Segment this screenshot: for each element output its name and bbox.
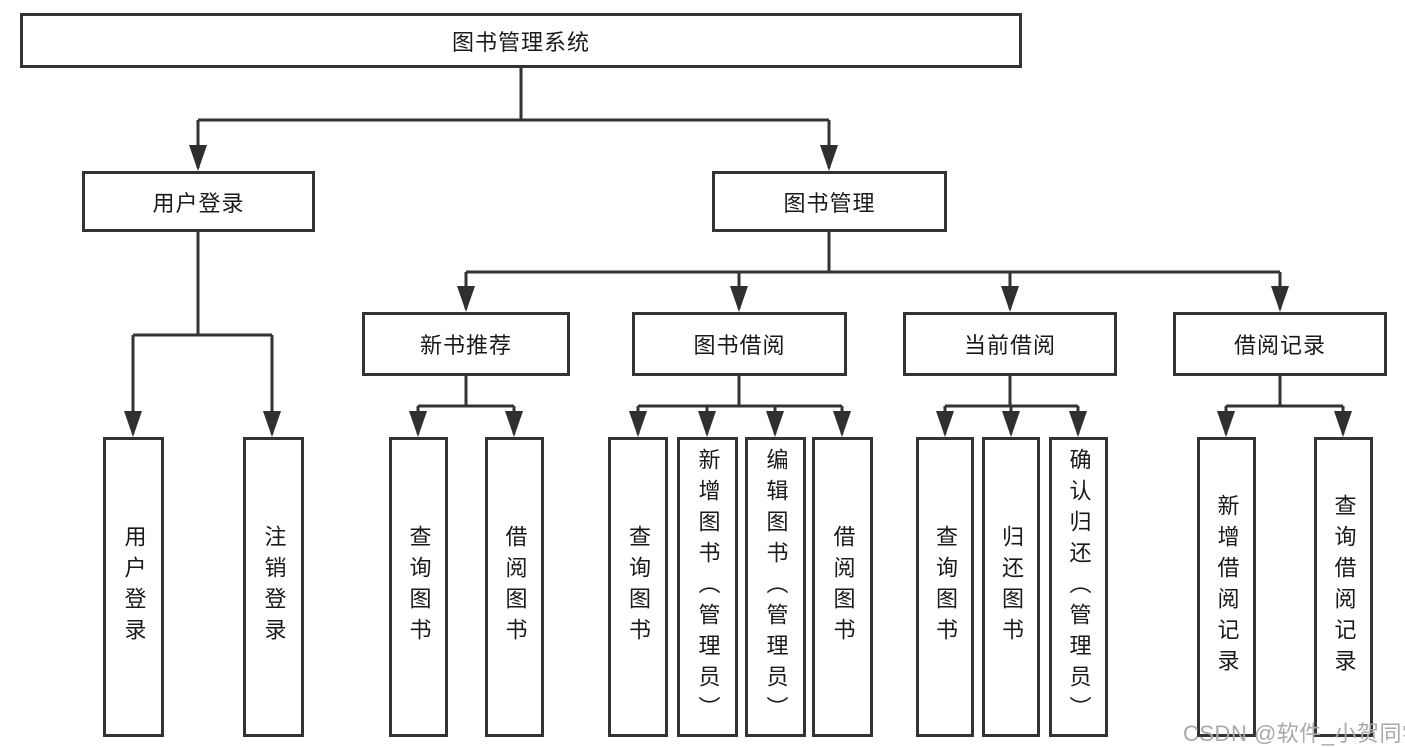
- leaf-label: 查询借阅记录: [1331, 494, 1357, 680]
- node-user-login: 用户登录: [82, 171, 315, 232]
- arrowhead: [1217, 411, 1235, 437]
- csdn-watermark: CSDN @软件_小贺同学: [1183, 721, 1405, 746]
- arrowhead: [409, 411, 427, 437]
- node-root-library-system: 图书管理系统: [20, 13, 1022, 68]
- leaf-label: 新增图书（管理员）: [695, 447, 721, 727]
- leaf-query-books-borrow: 查询图书: [608, 437, 668, 737]
- node-label: 新书推荐: [419, 333, 512, 358]
- leaf-borrow-books: 借阅图书: [812, 437, 873, 737]
- node-book-management: 图书管理: [712, 171, 947, 232]
- leaf-edit-books-admin: 编辑图书（管理员）: [745, 437, 806, 737]
- leaf-add-books-admin: 新增图书（管理员）: [677, 437, 738, 737]
- node-book-borrow: 图书借阅: [632, 312, 847, 376]
- leaf-borrow-books-recommend: 借阅图书: [485, 437, 544, 737]
- leaf-label: 借阅图书: [830, 525, 856, 649]
- leaf-label: 编辑图书（管理员）: [763, 447, 789, 727]
- arrowhead: [766, 411, 784, 437]
- node-label: 图书管理: [783, 190, 876, 216]
- arrowhead: [1002, 411, 1020, 437]
- leaf-query-books-recommend: 查询图书: [389, 437, 448, 737]
- leaf-confirm-return-admin: 确认归还（管理员）: [1049, 437, 1108, 737]
- leaf-label: 用户登录: [121, 525, 147, 649]
- arrowhead: [730, 286, 748, 312]
- node-label: 图书借阅: [693, 333, 786, 358]
- leaf-label: 注销登录: [261, 525, 287, 649]
- leaf-query-books-current: 查询图书: [916, 437, 974, 737]
- arrowhead: [457, 286, 475, 312]
- node-borrow-records: 借阅记录: [1173, 312, 1387, 376]
- leaf-label: 查询图书: [626, 525, 651, 649]
- leaf-label: 归还图书: [999, 525, 1024, 649]
- leaf-query-borrow-record: 查询借阅记录: [1314, 437, 1373, 737]
- node-label: 借阅记录: [1233, 333, 1326, 358]
- arrowhead: [505, 411, 523, 437]
- leaf-label: 查询图书: [406, 525, 432, 649]
- arrowhead: [263, 411, 281, 437]
- arrowhead: [1271, 286, 1289, 312]
- leaf-return-books: 归还图书: [982, 437, 1040, 737]
- node-new-book-recommend: 新书推荐: [362, 312, 570, 376]
- leaf-logout: 注销登录: [243, 437, 304, 737]
- leaf-user-login: 用户登录: [103, 437, 164, 737]
- node-label: 图书管理系统: [451, 29, 590, 55]
- arrowhead: [1334, 411, 1352, 437]
- leaf-add-borrow-record: 新增借阅记录: [1197, 437, 1256, 737]
- arrowhead: [698, 411, 716, 437]
- leaf-label: 查询图书: [933, 525, 958, 649]
- leaf-label: 借阅图书: [502, 525, 528, 649]
- arrowhead: [629, 411, 647, 437]
- arrowhead: [936, 411, 954, 437]
- arrowhead: [124, 411, 142, 437]
- node-label: 用户登录: [152, 190, 245, 216]
- arrowhead: [833, 411, 851, 437]
- leaf-label: 确认归还（管理员）: [1066, 447, 1092, 727]
- arrowhead: [820, 145, 838, 171]
- leaf-label: 新增借阅记录: [1214, 494, 1240, 680]
- arrowhead: [1069, 411, 1087, 437]
- arrowhead: [1001, 286, 1019, 312]
- arrowhead: [189, 145, 207, 171]
- node-current-borrow: 当前借阅: [903, 312, 1117, 376]
- node-label: 当前借阅: [963, 333, 1056, 358]
